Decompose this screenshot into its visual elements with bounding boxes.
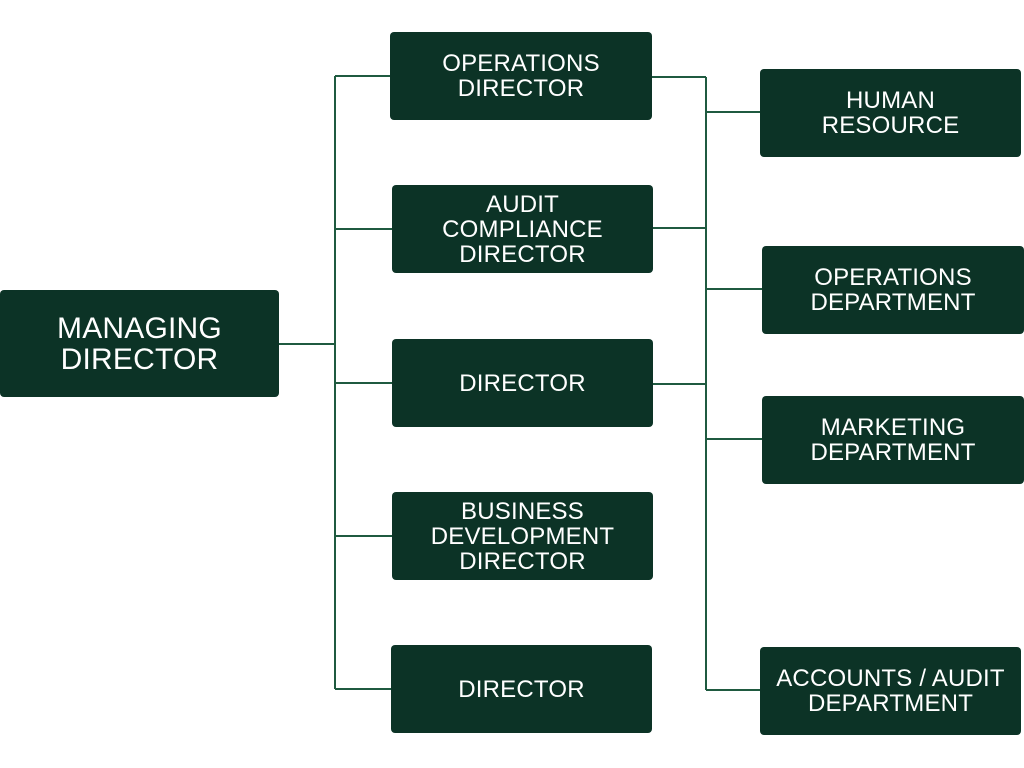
director-box: DIRECTOR	[391, 645, 652, 733]
accounts-audit-department-box: ACCOUNTS / AUDIT DEPARTMENT	[760, 647, 1021, 735]
department-label: HUMAN RESOURCE	[821, 87, 960, 139]
managing-director-box: MANAGING DIRECTOR	[0, 290, 279, 397]
audit-compliance-director-box: AUDIT COMPLIANCE DIRECTOR	[392, 185, 653, 273]
director-label: DIRECTOR	[459, 369, 586, 397]
director-label: DIRECTOR	[458, 675, 585, 703]
director-label: AUDIT COMPLIANCE DIRECTOR	[442, 190, 603, 268]
department-label: OPERATIONS DEPARTMENT	[810, 264, 976, 316]
department-label: MARKETING DEPARTMENT	[810, 414, 976, 466]
managing-director-label: MANAGING DIRECTOR	[57, 311, 222, 376]
business-development-director-box: BUSINESS DEVELOPMENT DIRECTOR	[392, 492, 653, 580]
marketing-department-box: MARKETING DEPARTMENT	[762, 396, 1024, 484]
department-label: ACCOUNTS / AUDIT DEPARTMENT	[776, 665, 1005, 717]
director-box: DIRECTOR	[392, 339, 653, 427]
director-label: BUSINESS DEVELOPMENT DIRECTOR	[430, 497, 615, 575]
director-label: OPERATIONS DIRECTOR	[442, 50, 600, 102]
operations-director-box: OPERATIONS DIRECTOR	[390, 32, 652, 120]
human-resource-box: HUMAN RESOURCE	[760, 69, 1021, 157]
operations-department-box: OPERATIONS DEPARTMENT	[762, 246, 1024, 334]
